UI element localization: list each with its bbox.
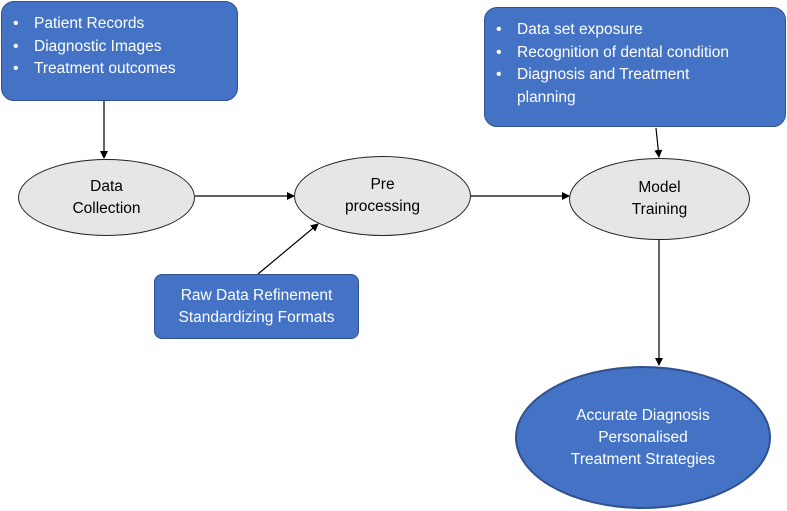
input-data-box: Patient Records Diagnostic Images Treatm… (1, 1, 238, 101)
node-model-training: Model Training (569, 158, 750, 240)
node-data-collection-line-1: Data (90, 177, 123, 195)
list-item: Diagnostic Images (2, 36, 237, 59)
node-model-training-line-2: Training (631, 201, 688, 218)
node-outcome-line-1: Accurate Diagnosis (576, 406, 710, 424)
node-model-training-line-1: Model (638, 179, 681, 196)
list-item: Treatment outcomes (2, 58, 237, 81)
refinement-line-1: Raw Data Refinement (180, 286, 333, 304)
node-data-collection-line-2: Collection (72, 199, 141, 217)
list-item: Data set exposure (485, 19, 785, 42)
node-outcome-line-2: Personalised (598, 428, 688, 446)
arrow-training-box-to-training (654, 127, 663, 158)
node-data-collection: Data Collection (18, 159, 195, 236)
list-item: Diagnosis and Treatment planning (485, 64, 785, 109)
node-preprocessing-line-1: Pre (370, 176, 395, 193)
training-details-box: Data set exposure Recognition of dental … (484, 7, 786, 127)
refinement-line-2: Standardizing Formats (178, 308, 335, 326)
node-outcome: Accurate Diagnosis Personalised Treatmen… (515, 366, 771, 509)
list-item: Recognition of dental condition (485, 42, 785, 65)
node-preprocessing-line-2: processing (345, 198, 420, 215)
refinement-box: Raw Data Refinement Standardizing Format… (154, 274, 359, 339)
node-outcome-line-3: Treatment Strategies (570, 450, 716, 468)
node-preprocessing: Pre processing (294, 156, 471, 236)
list-item: Patient Records (2, 13, 237, 36)
training-details-list: Data set exposure Recognition of dental … (485, 19, 785, 109)
arrow-refinement-to-preprocessing (257, 223, 319, 275)
input-data-list: Patient Records Diagnostic Images Treatm… (2, 13, 237, 81)
